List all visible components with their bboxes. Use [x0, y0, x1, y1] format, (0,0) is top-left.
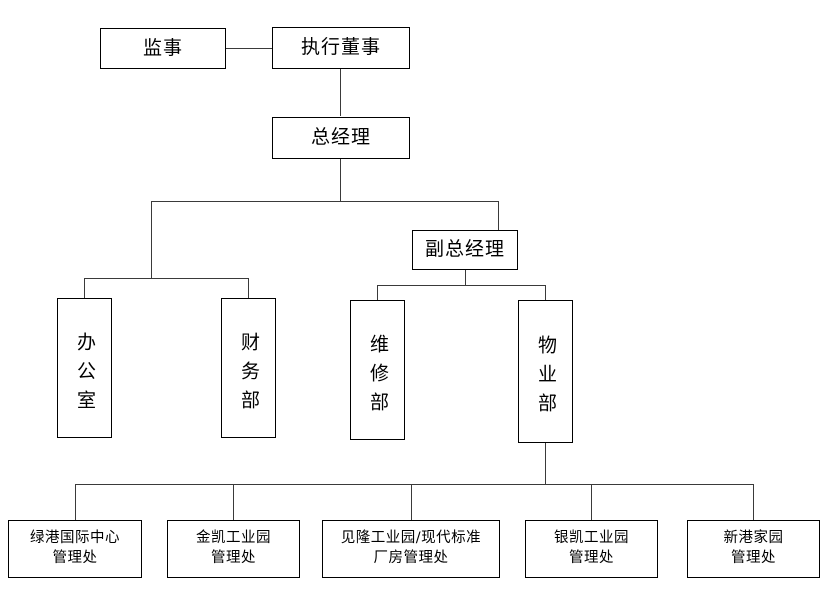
connector-admin-bus: [84, 278, 248, 279]
node-supervisor[interactable]: 监事: [100, 28, 226, 69]
node-management-office-5[interactable]: 新港家园 管理处: [687, 520, 820, 578]
connector-general-manager-bus: [151, 201, 498, 202]
connector-drop-office-3: [411, 484, 412, 520]
node-executive-director[interactable]: 执行董事: [272, 27, 410, 69]
connector-left-branch-drop: [151, 201, 152, 278]
management-office-3-line1: 见隆工业园/现代标准: [340, 530, 482, 547]
management-office-2-line1: 金凯工业园: [196, 530, 271, 547]
node-maintenance-dept[interactable]: 维修部: [350, 300, 405, 440]
management-office-5-line2: 管理处: [731, 550, 776, 566]
management-office-4-line2: 管理处: [569, 550, 614, 566]
management-office-1-line2: 管理处: [52, 550, 98, 566]
management-office-4-line1: 银凯工业园: [554, 530, 629, 547]
connector-drop-office-5: [753, 484, 754, 520]
connector-executive-director-to-general-manager: [340, 69, 341, 116]
connector-supervisor-to-executive-director: [225, 48, 272, 49]
connector-drop-finance: [248, 278, 249, 298]
management-office-3-line2: 厂房管理处: [373, 550, 449, 566]
connector-drop-property: [545, 285, 546, 300]
node-management-office-3[interactable]: 见隆工业园/现代标准 厂房管理处: [322, 520, 500, 578]
connector-deputy-down: [465, 269, 466, 285]
node-management-office-2[interactable]: 金凯工业园 管理处: [167, 520, 300, 578]
connector-drop-office-4: [591, 484, 592, 520]
management-office-1-line1: 绿港国际中心: [30, 530, 120, 547]
management-office-2-line2: 管理处: [211, 550, 256, 566]
connector-deputy-bus: [377, 285, 545, 286]
node-management-office-4[interactable]: 银凯工业园 管理处: [525, 520, 658, 578]
connector-right-branch-drop: [498, 201, 499, 231]
node-office[interactable]: 办公室: [57, 298, 112, 438]
connector-management-offices-bus: [75, 484, 753, 485]
node-property-dept[interactable]: 物业部: [518, 300, 573, 443]
connector-drop-office-2: [233, 484, 234, 520]
node-management-office-1[interactable]: 绿港国际中心 管理处: [8, 520, 142, 578]
connector-property-to-offices: [545, 443, 546, 484]
node-general-manager[interactable]: 总经理: [272, 117, 410, 159]
connector-drop-office: [84, 278, 85, 298]
node-finance-dept[interactable]: 财务部: [221, 298, 276, 438]
connector-general-manager-down: [340, 159, 341, 201]
connector-drop-office-1: [75, 484, 76, 520]
node-deputy-general-manager[interactable]: 副总经理: [412, 230, 518, 270]
connector-drop-maintenance: [377, 285, 378, 300]
management-office-5-line1: 新港家园: [723, 530, 784, 547]
